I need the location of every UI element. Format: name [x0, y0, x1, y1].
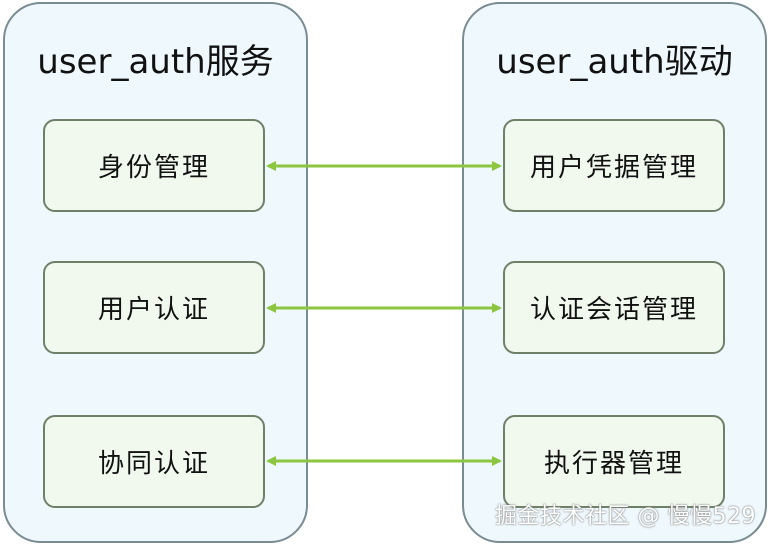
user-authentication-box: 用户认证: [43, 261, 265, 354]
driver-panel-title: user_auth驱动: [496, 42, 733, 82]
credential-management-box: 用户凭据管理: [503, 119, 725, 212]
identity-management-box: 身份管理: [43, 119, 265, 212]
cooperative-authentication-box: 协同认证: [43, 415, 265, 508]
auth-session-management-box: 认证会话管理: [503, 261, 725, 354]
executor-management-box: 执行器管理: [503, 415, 725, 508]
watermark: 掘金技术社区 @ 慢慢529: [495, 504, 756, 529]
service-panel-title: user_auth服务: [37, 42, 274, 82]
